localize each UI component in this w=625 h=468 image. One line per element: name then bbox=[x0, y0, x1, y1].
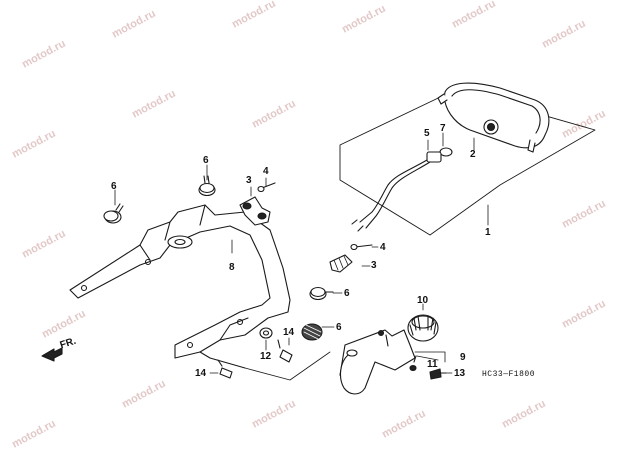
callout-11: 11 bbox=[427, 359, 438, 370]
callout-6: 6 bbox=[111, 181, 117, 192]
taillight-housing bbox=[437, 82, 550, 153]
callout-2: 2 bbox=[470, 149, 476, 160]
callout-6: 6 bbox=[203, 155, 209, 166]
callout-3: 3 bbox=[246, 175, 252, 186]
callout-5: 5 bbox=[424, 128, 430, 139]
flange-bolt bbox=[217, 359, 233, 379]
license-light-housing bbox=[339, 329, 416, 395]
callout-14: 14 bbox=[195, 368, 207, 379]
front-direction-arrow-icon bbox=[41, 347, 63, 362]
callout-7: 7 bbox=[440, 123, 446, 134]
leader-line bbox=[414, 351, 446, 363]
washer bbox=[262, 330, 270, 336]
rubber-cushion bbox=[301, 323, 323, 341]
callout-6: 6 bbox=[344, 288, 350, 299]
callout-4: 4 bbox=[380, 242, 386, 253]
bolt bbox=[257, 182, 276, 193]
washer bbox=[259, 327, 273, 339]
callout-12: 12 bbox=[260, 351, 272, 362]
lens-cap bbox=[407, 314, 439, 342]
rear-bracket-frame bbox=[69, 204, 331, 381]
callout-10: 10 bbox=[417, 295, 429, 306]
callout-4: 4 bbox=[263, 166, 269, 177]
callout-3: 3 bbox=[371, 260, 377, 271]
callout-13: 13 bbox=[454, 368, 466, 379]
collar bbox=[329, 254, 353, 273]
leader-line bbox=[416, 355, 439, 361]
callout-14: 14 bbox=[283, 327, 295, 338]
screw bbox=[409, 355, 417, 372]
callout-8: 8 bbox=[229, 262, 235, 273]
diagram-code: HC33—F1800 bbox=[482, 370, 536, 379]
bolt bbox=[350, 243, 373, 251]
rubber-cushion bbox=[198, 175, 216, 197]
rubber-cushion bbox=[103, 203, 124, 224]
callout-1: 1 bbox=[485, 227, 491, 238]
bulb-and-socket bbox=[351, 147, 453, 232]
callout-6: 6 bbox=[336, 322, 342, 333]
bolt bbox=[429, 368, 447, 380]
flange-bolt bbox=[277, 339, 293, 363]
collar bbox=[239, 196, 271, 226]
rubber-cushion bbox=[309, 286, 334, 301]
callout-9: 9 bbox=[460, 352, 466, 363]
